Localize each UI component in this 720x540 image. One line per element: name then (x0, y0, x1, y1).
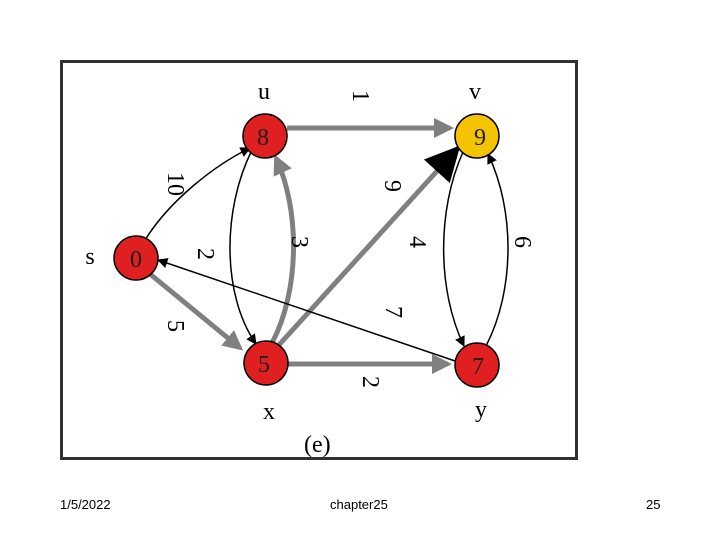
edge-weight-v-y: 4 (404, 236, 430, 248)
edge-weight-x-v: 9 (379, 180, 405, 192)
edge-weight-y-s: 7 (380, 306, 406, 318)
vertex-u-distance: 8 (257, 125, 269, 151)
edge-x-u (269, 154, 297, 345)
footer-title: chapter25 (330, 497, 388, 512)
edge-weight-u-x: 2 (192, 248, 218, 260)
vertex-name-x: x (263, 399, 275, 425)
vertex-x: 5 (243, 340, 289, 386)
vertex-s: 0 (113, 235, 159, 281)
edge-x-v (276, 145, 461, 348)
edge-u-x (229, 149, 257, 345)
vertex-y-circle (454, 342, 500, 388)
edge-weight-x-y: 2 (357, 376, 383, 388)
footer-page-number: 25 (646, 497, 661, 512)
figure-caption: (e) (304, 432, 331, 458)
edge-y-s (157, 258, 459, 363)
edge-weight-s-x: 5 (162, 320, 188, 332)
edge-weight-s-u: 10 (162, 172, 188, 196)
vertex-v-distance: 9 (474, 125, 486, 151)
figure-frame (60, 60, 578, 460)
vertex-x-circle (243, 340, 289, 386)
vertex-u: 8 (242, 113, 288, 159)
edge-weight-x-u: 3 (286, 236, 312, 248)
edge-v-y (442, 151, 465, 347)
vertex-y: 7 (454, 342, 500, 388)
vertex-name-u: u (258, 79, 270, 105)
edge-s-u (144, 147, 251, 241)
vertex-s-distance: 0 (130, 247, 142, 273)
vertex-v-circle (454, 113, 500, 159)
vertex-x-distance: 5 (258, 352, 270, 378)
vertex-y-distance: 7 (472, 354, 484, 380)
edge-weight-u-v: 1 (347, 90, 373, 102)
footer-date: 1/5/2022 (60, 497, 111, 512)
edge-weight-y-v: 6 (509, 236, 535, 248)
vertex-s-circle (113, 235, 159, 281)
vertex-u-circle (242, 113, 288, 159)
vertex-v: 9 (454, 113, 500, 159)
edge-s-x (148, 272, 244, 351)
edge-y-v (485, 153, 509, 347)
vertex-name-y: y (475, 397, 487, 423)
vertex-name-s: s (85, 244, 94, 270)
vertex-name-v: v (469, 79, 481, 105)
